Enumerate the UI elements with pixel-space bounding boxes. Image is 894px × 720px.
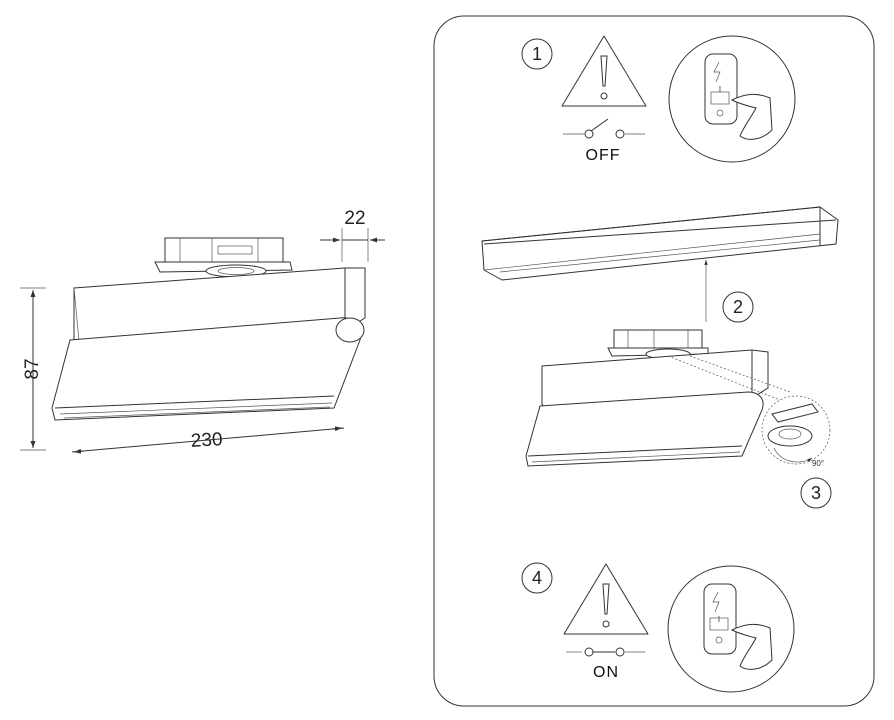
rotation-label: 90° — [812, 459, 824, 468]
finger-icon — [730, 93, 773, 140]
width-dimension: 230 — [71, 426, 345, 454]
finger-icon — [730, 623, 773, 670]
width-label: 230 — [190, 429, 223, 452]
depth-dimension: 22 — [320, 208, 385, 262]
step-4-badge — [521, 562, 553, 594]
step-3-rotate-lock: 90° 3 — [761, 395, 832, 509]
switch-off-detail-icon: I — [668, 35, 796, 163]
step-3-number: 3 — [811, 483, 821, 503]
step-2-badge — [722, 291, 754, 323]
step-1-number: 1 — [532, 44, 542, 64]
height-dimension: 87 — [20, 287, 46, 451]
closed-switch-icon — [566, 647, 645, 657]
panel-border — [433, 15, 875, 707]
track-rail — [481, 206, 839, 281]
step-2-number: 2 — [733, 297, 743, 317]
step-4-number: 4 — [532, 568, 542, 588]
height-label: 87 — [22, 358, 43, 379]
spotlight-fixture — [525, 329, 791, 467]
step-1-badge — [521, 38, 553, 70]
switch-mark: I — [719, 85, 721, 94]
switch-on-detail-icon: I — [667, 565, 795, 693]
step-4-power-on: 4 ON I — [521, 562, 795, 693]
step-1-power-off: 1 OFF I — [521, 35, 796, 164]
on-label: ON — [593, 664, 619, 681]
step-3-badge — [800, 477, 832, 509]
warning-triangle-icon — [563, 563, 649, 635]
step-2-mount-on-track: 2 — [481, 206, 839, 467]
warning-triangle-icon — [561, 35, 647, 107]
lock-knob-icon — [767, 425, 813, 447]
track-adapter — [154, 237, 293, 278]
rotate-arrow-icon — [773, 447, 813, 463]
switch-mark: I — [718, 615, 720, 624]
lamp-head — [51, 317, 365, 421]
lock-detail-circle — [761, 395, 831, 465]
installation-steps-panel: 1 OFF I — [433, 15, 875, 707]
product-dimension-drawing: 87 230 22 — [20, 208, 385, 454]
off-label: OFF — [586, 147, 621, 164]
depth-label: 22 — [344, 208, 365, 229]
open-switch-icon — [563, 118, 645, 139]
